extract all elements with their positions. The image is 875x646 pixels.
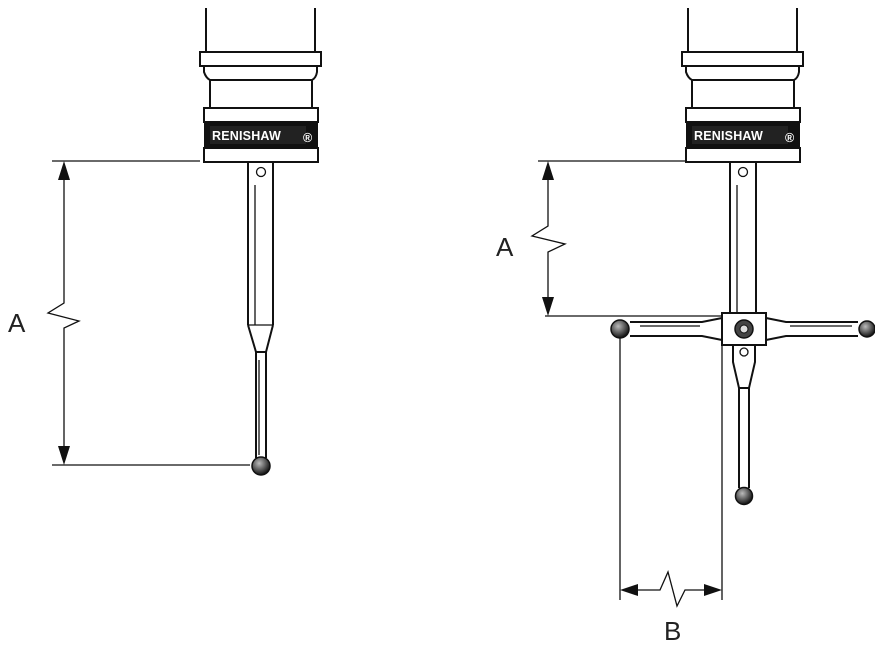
dimension-b-right: B [619,338,723,646]
brand-label-right: RENISHAW [694,129,763,143]
brand-registered-left: ® [303,131,313,145]
stylus-ball-left [251,456,271,476]
probe-head-right: RENISHAW ® [681,8,804,163]
dimension-a-left: A [8,160,250,466]
probe-head-left: RENISHAW ® [199,8,322,163]
stylus-ball-right-arm [858,320,875,338]
stylus-left [247,162,274,476]
stylus-ball-left-arm [610,319,630,339]
probe-left: RENISHAW ® A [8,8,322,476]
star-stylus-right [610,162,875,506]
dimension-label-a-left: A [8,308,26,338]
dimension-label-a-right: A [496,232,514,262]
dimension-a-right: A [496,160,722,317]
probe-right: RENISHAW ® [496,8,875,646]
dimension-label-b-right: B [664,616,681,646]
brand-registered-right: ® [785,131,795,145]
stylus-ball-bottom [734,486,754,506]
brand-label-left: RENISHAW [212,129,281,143]
